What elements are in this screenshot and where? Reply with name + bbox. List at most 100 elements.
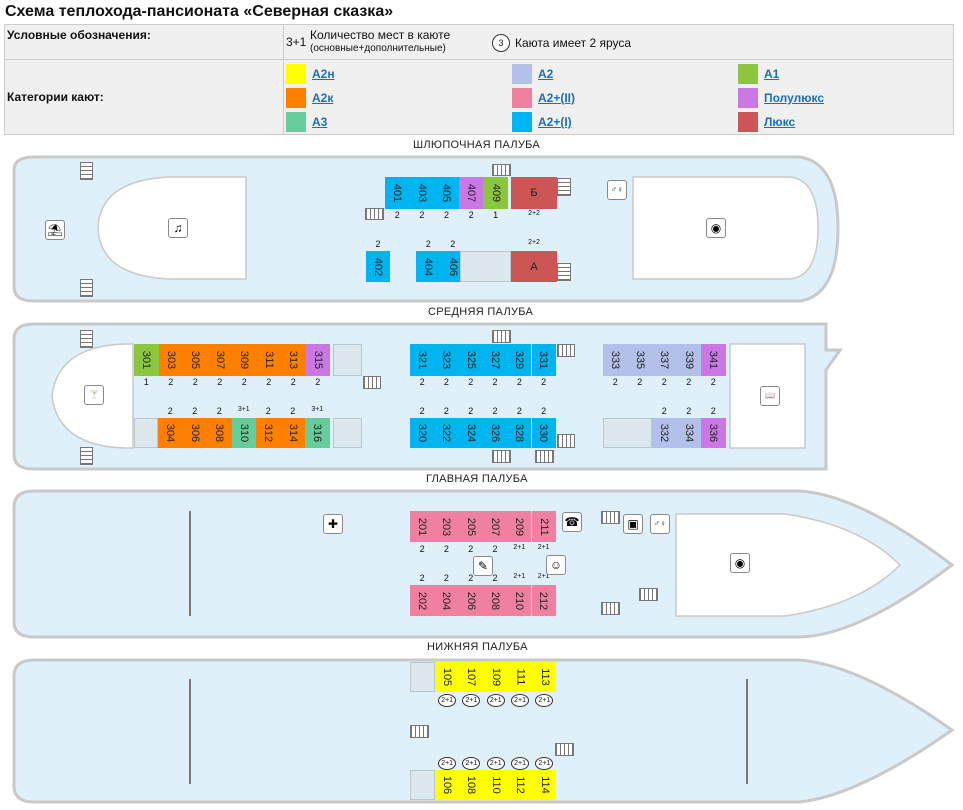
cabin-404[interactable]: 404 — [416, 251, 441, 282]
cabin-208[interactable]: 208 — [482, 585, 508, 616]
cabin-places: 2 — [492, 544, 498, 554]
cabin-327[interactable]: 327 — [482, 344, 508, 376]
cabin-211[interactable]: 211 — [531, 511, 556, 542]
cabin-203[interactable]: 203 — [434, 511, 459, 542]
category-link[interactable]: А2+(II) — [538, 91, 576, 105]
cabin-331[interactable]: 331 — [531, 344, 556, 376]
category-link[interactable]: А2 — [538, 67, 554, 81]
cabin-А[interactable]: А — [511, 251, 557, 282]
cabin-325[interactable]: 325 — [458, 344, 483, 376]
cabin-number: 337 — [658, 350, 671, 370]
cabin-405[interactable]: 405 — [434, 177, 459, 209]
cabin-number: 112 — [514, 776, 527, 794]
cabin-304[interactable]: 304 — [158, 418, 183, 448]
cabin-206[interactable]: 206 — [458, 585, 483, 616]
cabin-107[interactable]: 107 — [459, 662, 484, 692]
cabin-336[interactable]: 336 — [701, 418, 726, 448]
cabin-205[interactable]: 205 — [458, 511, 483, 542]
cabin-316[interactable]: 316 — [305, 418, 330, 448]
stairs-icon — [492, 450, 511, 463]
cabin-places: 2 — [492, 573, 498, 583]
cabin-315[interactable]: 315 — [305, 344, 330, 376]
category-link[interactable]: А2н — [312, 67, 335, 81]
cabin-321[interactable]: 321 — [410, 344, 435, 376]
cabin-105[interactable]: 105 — [435, 662, 460, 692]
stairs-icon — [557, 434, 575, 448]
cabin-number: 105 — [441, 667, 454, 687]
cabin-305[interactable]: 305 — [183, 344, 208, 376]
cabin-114[interactable]: 114 — [532, 770, 557, 800]
category-link[interactable]: А3 — [312, 115, 328, 129]
category-link[interactable]: Люкс — [764, 115, 796, 129]
cabin-113[interactable]: 113 — [532, 662, 557, 692]
cabin-337[interactable]: 337 — [652, 344, 677, 376]
cabin-number: 311 — [262, 351, 275, 369]
cabin-335[interactable]: 335 — [627, 344, 652, 376]
cabin-409[interactable]: 409 — [483, 177, 508, 209]
cabin-106[interactable]: 106 — [435, 770, 460, 800]
cabin-202[interactable]: 202 — [410, 585, 435, 616]
cabin-210[interactable]: 210 — [507, 585, 532, 616]
category-item: А2+(II) — [512, 88, 575, 108]
legend-table: Условные обозначения: 3+1 Количество мес… — [4, 24, 954, 135]
cabin-330[interactable]: 330 — [531, 418, 556, 448]
cabin-326[interactable]: 326 — [482, 418, 508, 448]
cabin-341[interactable]: 341 — [701, 344, 726, 376]
category-item: А2 — [512, 64, 553, 84]
cabin-403[interactable]: 403 — [409, 177, 435, 209]
cabin-320[interactable]: 320 — [410, 418, 435, 448]
cabin-339[interactable]: 339 — [676, 344, 701, 376]
cabin-309[interactable]: 309 — [232, 344, 257, 376]
places-sample: 3+1 — [286, 35, 307, 49]
cabin-310[interactable]: 310 — [231, 418, 256, 448]
cabin-329[interactable]: 329 — [507, 344, 532, 376]
cabin-303[interactable]: 303 — [158, 344, 183, 376]
cabin-number: 201 — [416, 517, 429, 536]
cabin-109[interactable]: 109 — [483, 662, 508, 692]
cabin-401[interactable]: 401 — [385, 177, 410, 209]
cabin-307[interactable]: 307 — [207, 344, 232, 376]
cabin-333[interactable]: 333 — [603, 344, 628, 376]
cabin-places: 1 — [493, 210, 499, 220]
cabin-301[interactable]: 301 — [134, 344, 159, 376]
cabin-places: 2 — [167, 406, 173, 416]
cabin-323[interactable]: 323 — [434, 344, 459, 376]
cabin-312[interactable]: 312 — [256, 418, 281, 448]
cabin-110[interactable]: 110 — [483, 770, 508, 800]
cabin-108[interactable]: 108 — [459, 770, 484, 800]
cabin-112[interactable]: 112 — [507, 770, 533, 800]
cabin-324[interactable]: 324 — [458, 418, 483, 448]
cabin-209[interactable]: 209 — [507, 511, 532, 542]
category-link[interactable]: Полулюкс — [764, 91, 825, 105]
cabin-places: 1 — [143, 377, 149, 387]
cabin-number: 306 — [188, 423, 201, 443]
cabin-201[interactable]: 201 — [410, 511, 435, 542]
cabin-places: 2+1 — [513, 544, 526, 551]
cabin-207[interactable]: 207 — [482, 511, 508, 542]
cabin-places: 2 — [468, 210, 474, 220]
cabin-334[interactable]: 334 — [676, 418, 701, 448]
cabin-204[interactable]: 204 — [434, 585, 459, 616]
cabin-322[interactable]: 322 — [434, 418, 459, 448]
cabin-Б[interactable]: Б — [511, 177, 557, 209]
cabin-306[interactable]: 306 — [182, 418, 207, 448]
category-link[interactable]: А2к — [312, 91, 334, 105]
cabin-332[interactable]: 332 — [652, 418, 677, 448]
category-link[interactable]: А2+(I) — [538, 115, 572, 129]
stairs-icon — [365, 208, 384, 220]
cabin-111[interactable]: 111 — [507, 662, 533, 692]
restaurant-icon: ◉ — [730, 553, 750, 573]
cabin-308[interactable]: 308 — [207, 418, 232, 448]
category-link[interactable]: А1 — [764, 67, 780, 81]
cabin-311[interactable]: 311 — [256, 344, 281, 376]
cabin-212[interactable]: 212 — [531, 585, 556, 616]
cabin-314[interactable]: 314 — [280, 418, 305, 448]
cabin-number: 333 — [609, 350, 622, 370]
category-swatch — [738, 64, 758, 84]
stairs-icon — [363, 376, 381, 389]
cabin-places: 2+1 — [486, 694, 505, 707]
cabin-313[interactable]: 313 — [281, 344, 306, 376]
cabin-407[interactable]: 407 — [458, 177, 484, 209]
cabin-328[interactable]: 328 — [507, 418, 532, 448]
cabin-402[interactable]: 402 — [366, 251, 390, 282]
